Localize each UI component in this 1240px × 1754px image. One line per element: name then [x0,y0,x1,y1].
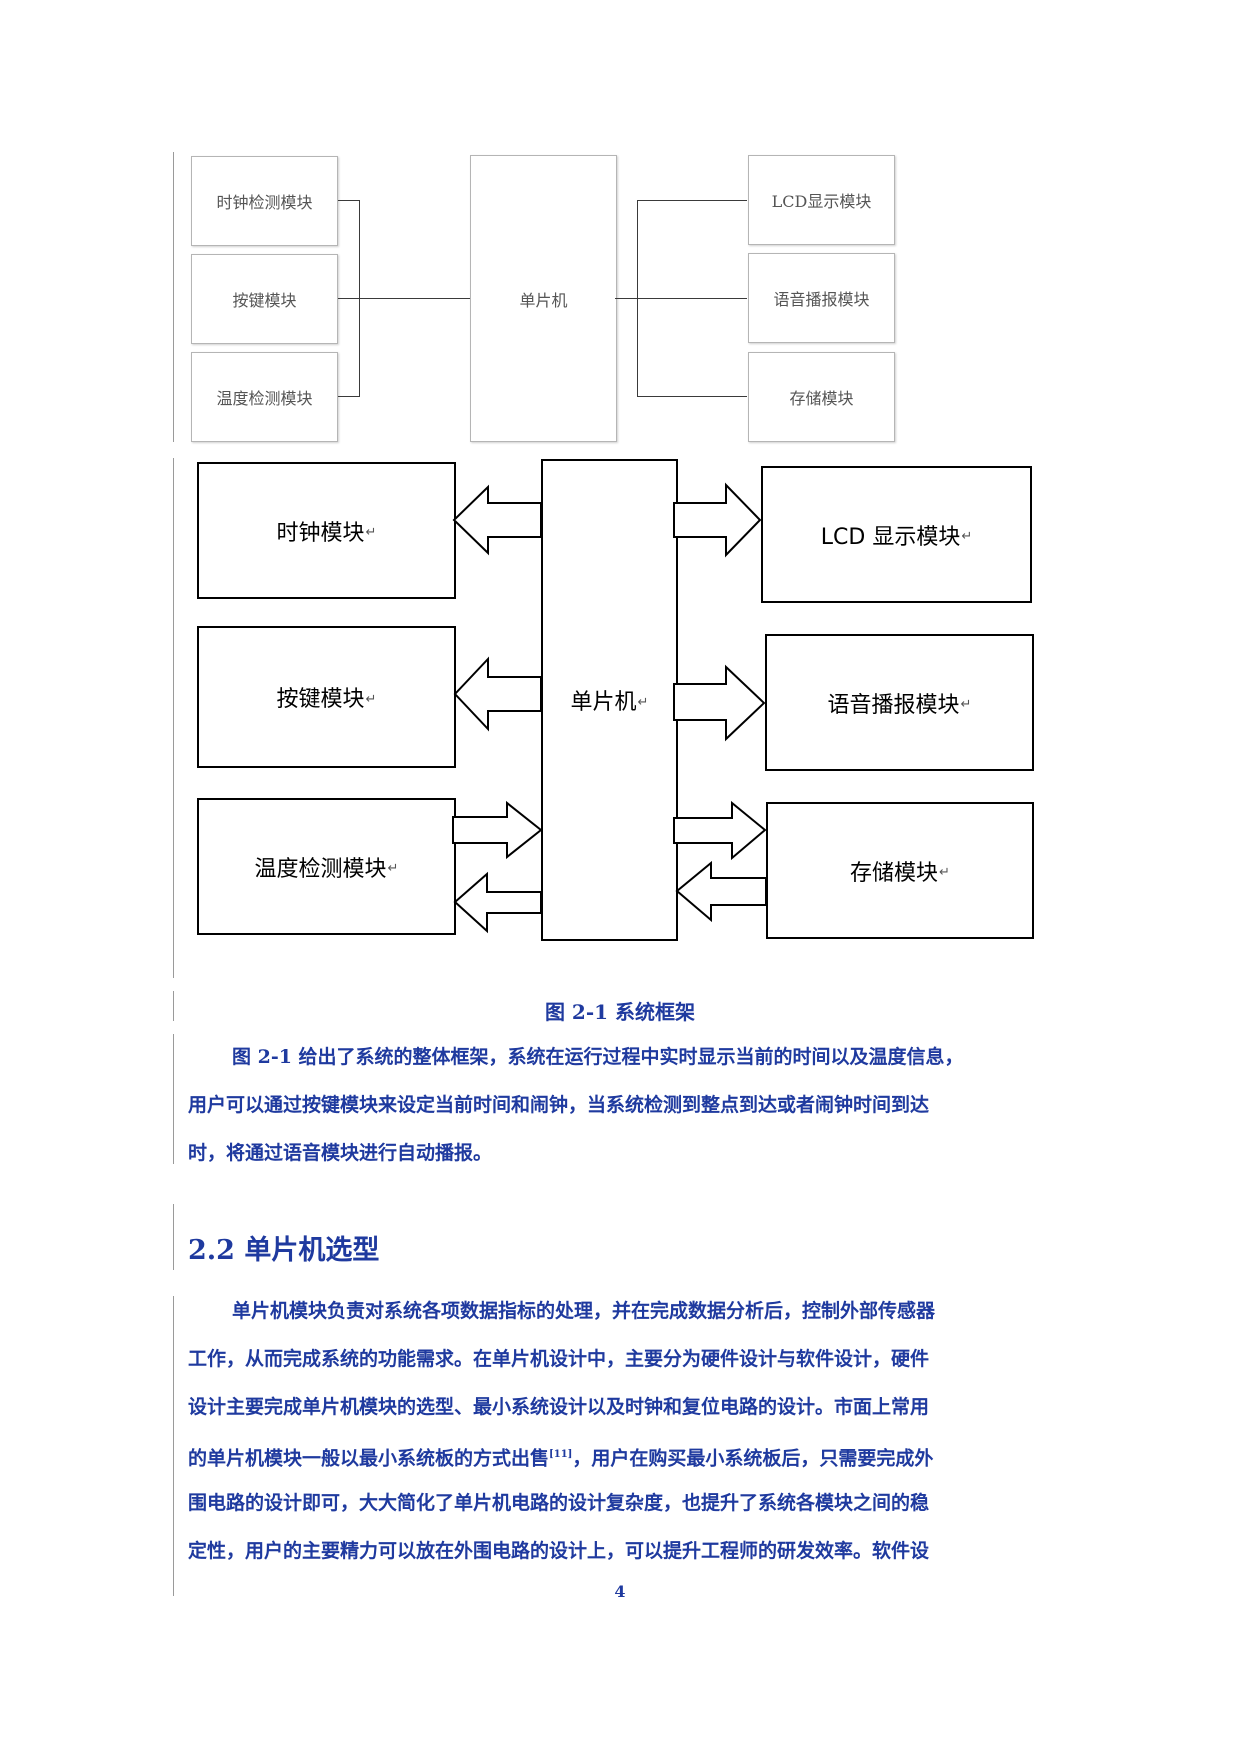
block-arrow-right-icon [452,800,543,860]
diagram-b-left-module: 按键模块↵ [197,626,456,768]
body-paragraph: 单片机模块负责对系统各项数据指标的处理，并在完成数据分析后，控制外部传感器 工作… [188,1287,1068,1575]
margin-bar [173,1296,174,1596]
figure-caption: 图 2-1 系统框架 [544,1000,696,1024]
diagram-b-left-module: 温度检测模块↵ [197,798,456,935]
block-arrow-left-icon [452,484,542,556]
margin-bar [173,152,174,442]
paragraph-line: 图 2-1 给出了系统的整体框架，系统在运行过程中实时显示当前的时间以及温度信息… [232,1046,964,1068]
diagram-a-right-module: LCD显示模块 [748,155,895,245]
return-mark-icon: ↵ [960,697,972,712]
return-mark-icon: ↵ [387,861,399,876]
module-label: 存储模块 [850,860,939,886]
paragraph-text: ，用户在购买最小系统板后，只需要完成外 [572,1447,934,1470]
module-label: 语音播报模块 [827,692,960,718]
diagram-b-left-module: 时钟模块↵ [197,462,456,599]
diagram-a-left-module: 时钟检测模块 [191,156,338,246]
module-label: 温度检测模块 [254,856,387,882]
section-heading: 2.2 单片机选型 [188,1235,380,1266]
connector-line [637,396,747,397]
return-mark-icon: ↵ [637,694,649,710]
connector-line [338,396,360,397]
connector-line [338,200,360,201]
citation-mark[interactable]: [11] [549,1449,573,1460]
diagram-a-left-module: 温度检测模块 [191,352,338,442]
block-arrow-right-icon [673,800,767,861]
paragraph-line: 用户可以通过按键模块来设定当前时间和闹钟，当系统检测到整点到达或者闹钟时间到达 [188,1094,930,1116]
connector-line [637,200,747,201]
module-label: LCD 显示模块 [820,524,961,550]
diagram-b-right-module: 存储模块↵ [766,802,1034,939]
block-arrow-left-icon [453,656,542,732]
body-paragraph: 图 2-1 给出了系统的整体框架，系统在运行过程中实时显示当前的时间以及温度信息… [188,1033,1068,1177]
margin-bar [173,1034,174,1164]
connector-line [637,298,747,299]
paragraph-line: 时，将通过语音模块进行自动播报。 [188,1142,493,1164]
diagram-a-left-module: 按键模块 [191,254,338,344]
paragraph-line: 定性，用户的主要精力可以放在外围电路的设计上，可以提升工程师的研发效率。软件设 [188,1540,930,1562]
diagram-a-center-mcu: 单片机 [470,155,617,442]
module-label: 时钟模块 [276,520,365,546]
diagram-b-right-module: LCD 显示模块↵ [761,466,1032,603]
block-arrow-right-icon [673,664,766,742]
paragraph-line: 单片机模块负责对系统各项数据指标的处理，并在完成数据分析后，控制外部传感器 [232,1300,936,1322]
paragraph-text: 的单片机模块一般以最小系统板的方式出售 [188,1447,550,1470]
page-number: 4 [614,1582,626,1601]
diagram-a-right-module: 存储模块 [748,352,895,442]
connector-line [338,298,360,299]
module-label: 按键模块 [276,687,365,712]
paragraph-line: 设计主要完成单片机模块的选型、最小系统设计以及时钟和复位电路的设计。市面上常用 [188,1396,930,1418]
margin-bar [173,991,174,1021]
paragraph-line: 的单片机模块一般以最小系统板的方式出售[11]，用户在购买最小系统板后，只需要完… [188,1431,1068,1479]
connector-line [360,298,470,299]
return-mark-icon: ↵ [939,865,950,880]
diagram-a-right-module: 语音播报模块 [748,253,895,343]
block-arrow-left-icon [675,860,767,923]
return-mark-icon: ↵ [365,691,377,707]
margin-bar [173,458,174,978]
diagram-b-right-module: 语音播报模块↵ [765,634,1034,771]
connector-line [615,298,637,299]
block-arrow-right-icon [673,482,762,558]
paragraph-line: 工作，从而完成系统的功能需求。在单片机设计中，主要分为硬件设计与软件设计，硬件 [188,1348,930,1370]
margin-bar [173,1204,174,1270]
return-mark-icon: ↵ [961,529,973,544]
diagram-b-center-mcu: 单片机↵ [541,459,678,941]
module-label: 单片机 [570,690,637,715]
connector-line [359,200,360,397]
return-mark-icon: ↵ [365,525,377,540]
block-arrow-left-icon [453,871,542,934]
paragraph-line: 围电路的设计即可，大大简化了单片机电路的设计复杂度，也提升了系统各模块之间的稳 [188,1492,930,1514]
